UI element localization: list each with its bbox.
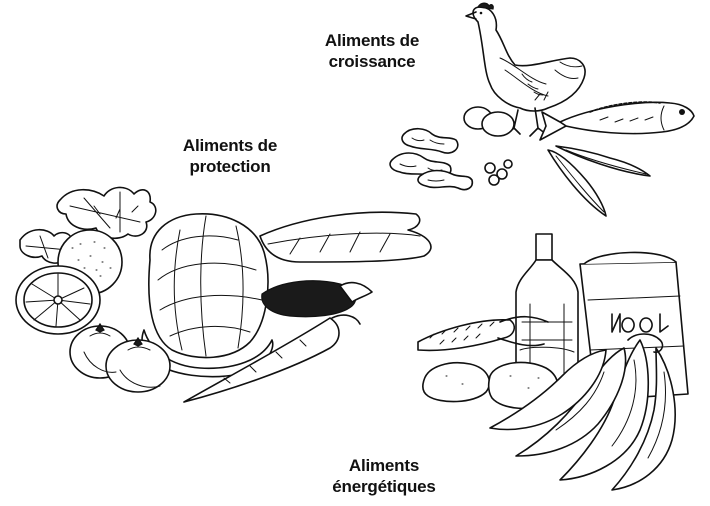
halved-orange-drawing bbox=[16, 266, 100, 334]
eggplant-drawing bbox=[262, 281, 372, 317]
growth-foods-drawing bbox=[390, 3, 694, 216]
energy-foods-label: Aliments énergétiques bbox=[322, 455, 446, 497]
energy-foods-drawing bbox=[418, 234, 688, 490]
fish-drawing bbox=[540, 102, 694, 140]
peanuts-drawing bbox=[390, 129, 472, 190]
tomatoes-drawing bbox=[70, 324, 170, 392]
energy-foods-label-line1: Aliments bbox=[322, 455, 446, 476]
growth-foods-label-line2: croissance bbox=[312, 51, 432, 72]
protective-foods-label-line1: Aliments de bbox=[168, 135, 292, 156]
pea-pods-drawing bbox=[548, 146, 650, 216]
protective-foods-label: Aliments de protection bbox=[168, 135, 292, 177]
growth-foods-label: Aliments de croissance bbox=[312, 30, 432, 72]
eggs-drawing bbox=[464, 107, 514, 136]
protective-foods-label-line2: protection bbox=[168, 156, 292, 177]
energy-foods-label-line2: énergétiques bbox=[322, 476, 446, 497]
protective-foods-drawing bbox=[16, 187, 431, 402]
spinach-leaves-drawing bbox=[260, 212, 431, 262]
beans-drawing bbox=[485, 160, 512, 185]
growth-foods-label-line1: Aliments de bbox=[312, 30, 432, 51]
